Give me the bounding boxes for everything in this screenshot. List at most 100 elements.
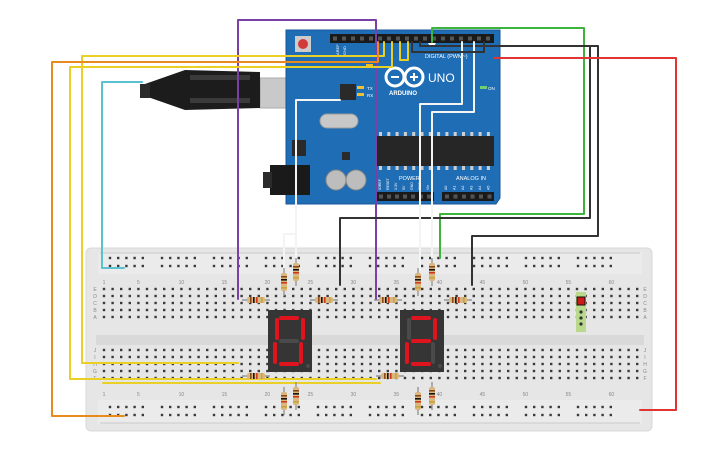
column-number-bottom: 5	[137, 392, 140, 398]
usb-cable[interactable]	[140, 70, 260, 110]
wire-yellow-2[interactable]	[69, 41, 393, 380]
row-letter: A	[643, 315, 647, 321]
digital-header[interactable]	[330, 34, 494, 43]
column-number-top: 1	[103, 280, 106, 286]
wire-cyan[interactable]	[101, 81, 143, 269]
column-number-bottom: 15	[222, 392, 228, 398]
resistor[interactable]	[415, 387, 421, 415]
column-number-top: 50	[523, 280, 529, 286]
row-letter: E	[93, 287, 97, 293]
arduino-logo	[384, 66, 425, 88]
analog-header-label: ANALOG IN	[456, 176, 486, 182]
breadboard-labels: 1155101015152020252530303535404045455050…	[93, 280, 647, 398]
power-pin-label: IOREF	[378, 178, 382, 190]
column-number-top: 40	[437, 280, 443, 286]
wire-yellow-1[interactable]	[81, 41, 385, 364]
on-label: ON	[488, 86, 495, 91]
wire-red[interactable]	[493, 57, 677, 411]
column-number-top: 30	[351, 280, 357, 286]
wire-black-1[interactable]	[339, 41, 591, 286]
row-letter: B	[93, 308, 97, 314]
column-number-top: 60	[609, 280, 615, 286]
rx-label: RX	[367, 93, 373, 98]
resistor[interactable]	[429, 258, 435, 286]
resistor[interactable]	[429, 382, 435, 410]
resistor[interactable]	[444, 297, 472, 303]
row-letter: B	[643, 308, 647, 314]
column-number-bottom: 35	[394, 392, 400, 398]
column-number-top: 35	[394, 280, 400, 286]
column-number-bottom: 25	[308, 392, 314, 398]
column-number-top: 5	[137, 280, 140, 286]
seven-segment-display-left[interactable]: 0	[268, 310, 312, 372]
resistor[interactable]	[374, 297, 402, 303]
seven-segment-display-right[interactable]: 2	[400, 310, 444, 372]
resistor[interactable]	[310, 297, 338, 303]
aref-label: AREF	[335, 44, 340, 55]
column-number-top: 55	[566, 280, 572, 286]
resistor[interactable]	[242, 297, 270, 303]
wire-purple-left[interactable]	[237, 19, 377, 300]
power-header-label: POWER	[399, 176, 420, 182]
wire-white-4[interactable]	[431, 41, 475, 259]
power-pin-label: 5V	[402, 185, 406, 190]
resistor[interactable]	[242, 373, 270, 379]
power-pin-label: Vin	[426, 185, 430, 190]
arduino-uno-board[interactable]: ARDUINO UNO DIGITAL (PWM~) ANALOG IN POW…	[140, 29, 501, 205]
column-number-bottom: 45	[480, 392, 486, 398]
row-letter: C	[93, 301, 97, 307]
row-letter: D	[93, 294, 97, 300]
wire-white-3[interactable]	[419, 41, 463, 271]
column-number-bottom: 55	[566, 392, 572, 398]
power-pin-label: RESET	[386, 177, 390, 190]
wire-green[interactable]	[431, 27, 585, 259]
model-label: UNO	[428, 71, 455, 85]
wire-black-3[interactable]	[411, 41, 485, 53]
digital-header-label: DIGITAL (PWM~)	[425, 54, 468, 60]
breadboard[interactable]: 1155101015152020252530303535404045455050…	[85, 247, 653, 432]
row-letter: G	[643, 369, 647, 375]
gnd-label: GND	[342, 46, 347, 55]
row-letter: C	[643, 301, 647, 307]
row-letter: I	[94, 355, 95, 361]
resistor[interactable]	[281, 268, 287, 296]
brand-label: ARDUINO	[389, 91, 417, 97]
resistors	[242, 258, 472, 415]
wire-yellow-6[interactable]	[399, 41, 409, 61]
atmega-chip	[376, 136, 494, 166]
row-letter: I	[644, 355, 645, 361]
resistor[interactable]	[281, 387, 287, 415]
row-letter: E	[643, 287, 647, 293]
analog-pin-label: A4	[478, 186, 482, 190]
analog-pin-label: A1	[453, 186, 457, 190]
row-letter: H	[93, 362, 97, 368]
analog-pin-label: A5	[487, 186, 491, 190]
analog-pin-label: A0	[444, 186, 448, 190]
resistor[interactable]	[293, 258, 299, 286]
column-number-bottom: 60	[609, 392, 615, 398]
row-letter: J	[94, 348, 97, 354]
row-letter: H	[643, 362, 647, 368]
row-letter: G	[93, 369, 97, 375]
resistor[interactable]	[293, 382, 299, 410]
resistor[interactable]	[415, 268, 421, 296]
column-number-bottom: 40	[437, 392, 443, 398]
column-number-top: 15	[222, 280, 228, 286]
column-number-top: 10	[179, 280, 185, 286]
wire-orange[interactable]	[51, 41, 379, 417]
column-number-top: 20	[265, 280, 271, 286]
decimal-point	[438, 364, 442, 368]
wire-black-2[interactable]	[423, 45, 599, 286]
resistor[interactable]	[376, 373, 404, 379]
row-letter: D	[643, 294, 647, 300]
led-indicator[interactable]	[576, 292, 586, 332]
row-letter: F	[643, 376, 646, 382]
analog-header[interactable]	[442, 192, 494, 201]
column-number-top: 45	[480, 280, 486, 286]
power-pin-label: GND	[410, 182, 414, 190]
column-number-bottom: 20	[265, 392, 271, 398]
analog-pin-label: A3	[470, 186, 474, 190]
row-letter: J	[644, 348, 647, 354]
row-letter: A	[93, 315, 97, 321]
